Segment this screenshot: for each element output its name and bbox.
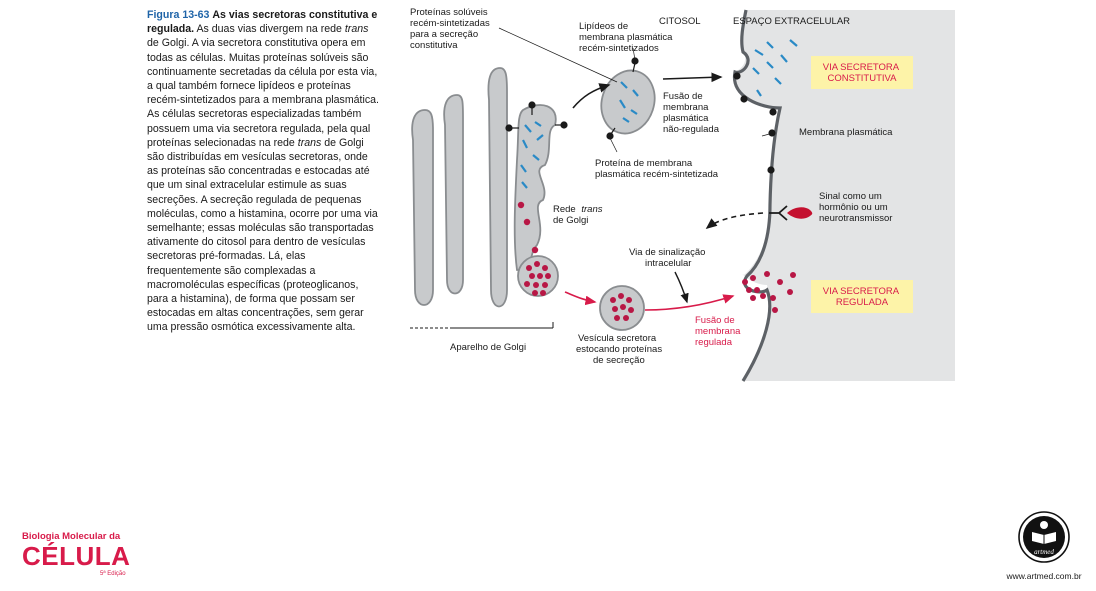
golgi-cisterna-3 bbox=[487, 67, 508, 308]
arrow-to-regulated-fusion bbox=[644, 294, 735, 311]
membrane-proteins bbox=[505, 57, 777, 174]
golgi-cisterna-1 bbox=[411, 109, 434, 306]
caption-italic-1: trans bbox=[344, 23, 369, 36]
label-plasma-membrane: Membrana plasmática bbox=[799, 127, 893, 138]
arrow-to-constitutive-vesicle bbox=[572, 83, 611, 109]
regulated-pathway-box bbox=[811, 280, 913, 313]
constitutive-pathway-box bbox=[811, 56, 913, 89]
label-unregulated-fusion: Fusão de membrana plasmática não-regulad… bbox=[663, 91, 720, 135]
constitutive-vesicle bbox=[600, 69, 656, 135]
secretory-granules bbox=[517, 201, 796, 321]
label-signal: Sinal como um hormônio ou um neurotransm… bbox=[819, 191, 892, 224]
label-golgi: Aparelho de Golgi bbox=[450, 342, 526, 353]
label-trans-network: Rede trans de Golgi bbox=[553, 204, 605, 226]
book-subtitle: Biologia Molecular da bbox=[22, 531, 121, 542]
figure-caption: Figura 13-63 As vias secretoras constitu… bbox=[147, 8, 379, 335]
caption-text-3: de Golgi são distribuídas em vesículas s… bbox=[147, 136, 378, 334]
label-lipids: Lipídeos de membrana plasmática recém-si… bbox=[579, 21, 675, 54]
arrow-to-secretory-vesicle bbox=[564, 291, 597, 306]
plasma-membrane bbox=[733, 9, 783, 382]
label-membrane-protein: Proteína de membrana plasmática recém-si… bbox=[595, 158, 719, 180]
label-cytosol: CITOSOL bbox=[659, 16, 701, 27]
arrow-to-membrane bbox=[662, 72, 723, 83]
regulated-pathway-label: VIA SECRETORA REGULADA bbox=[823, 286, 902, 308]
caption-text-2: de Golgi. A via secretora constitutiva o… bbox=[147, 37, 379, 149]
book-title: CÉLULA bbox=[22, 541, 131, 571]
receptor bbox=[769, 205, 788, 221]
caption-italic-2: trans bbox=[297, 136, 322, 149]
caption-text-1: As duas vias divergem na rede bbox=[196, 23, 345, 36]
publisher-block: artmed www.artmed.com.br bbox=[999, 510, 1089, 581]
book-logo: Biologia Molecular da CÉLULA 5ª Edição bbox=[22, 531, 131, 577]
svg-text:artmed: artmed bbox=[1034, 548, 1054, 556]
arrow-signal-to-fusion bbox=[674, 271, 689, 304]
signal-molecule bbox=[787, 207, 813, 219]
label-secretory-vesicle: Vesícula secretora estocando proteínas d… bbox=[576, 333, 665, 366]
constitutive-pathway-label: VIA SECRETORA CONSTITUTIVA bbox=[823, 62, 902, 84]
soluble-proteins bbox=[520, 39, 798, 189]
label-soluble-proteins: Proteínas solúveis recém-sintetizadas pa… bbox=[410, 7, 492, 51]
figure-number: Figura 13-63 bbox=[147, 9, 210, 21]
figure-title: As vias secretoras constitutiva e regula… bbox=[147, 9, 378, 36]
leader-lines bbox=[498, 27, 774, 153]
book-edition: 5ª Edição bbox=[100, 571, 126, 577]
secretory-pathways-diagram: CITOSOL ESPAÇO EXTRACELULAR Proteínas so… bbox=[410, 7, 955, 382]
golgi-cisterna-2 bbox=[443, 94, 464, 295]
label-extracellular: ESPAÇO EXTRACELULAR bbox=[733, 16, 850, 27]
publisher-logo-icon: artmed bbox=[1018, 511, 1070, 563]
signaling-arrow bbox=[705, 212, 764, 229]
label-regulated-fusion: Fusão de membrana regulada bbox=[695, 315, 743, 348]
label-signaling-path: Via de sinalização intracelular bbox=[629, 247, 708, 269]
publisher-url: www.artmed.com.br bbox=[1006, 571, 1082, 581]
trans-golgi-network bbox=[513, 104, 557, 271]
